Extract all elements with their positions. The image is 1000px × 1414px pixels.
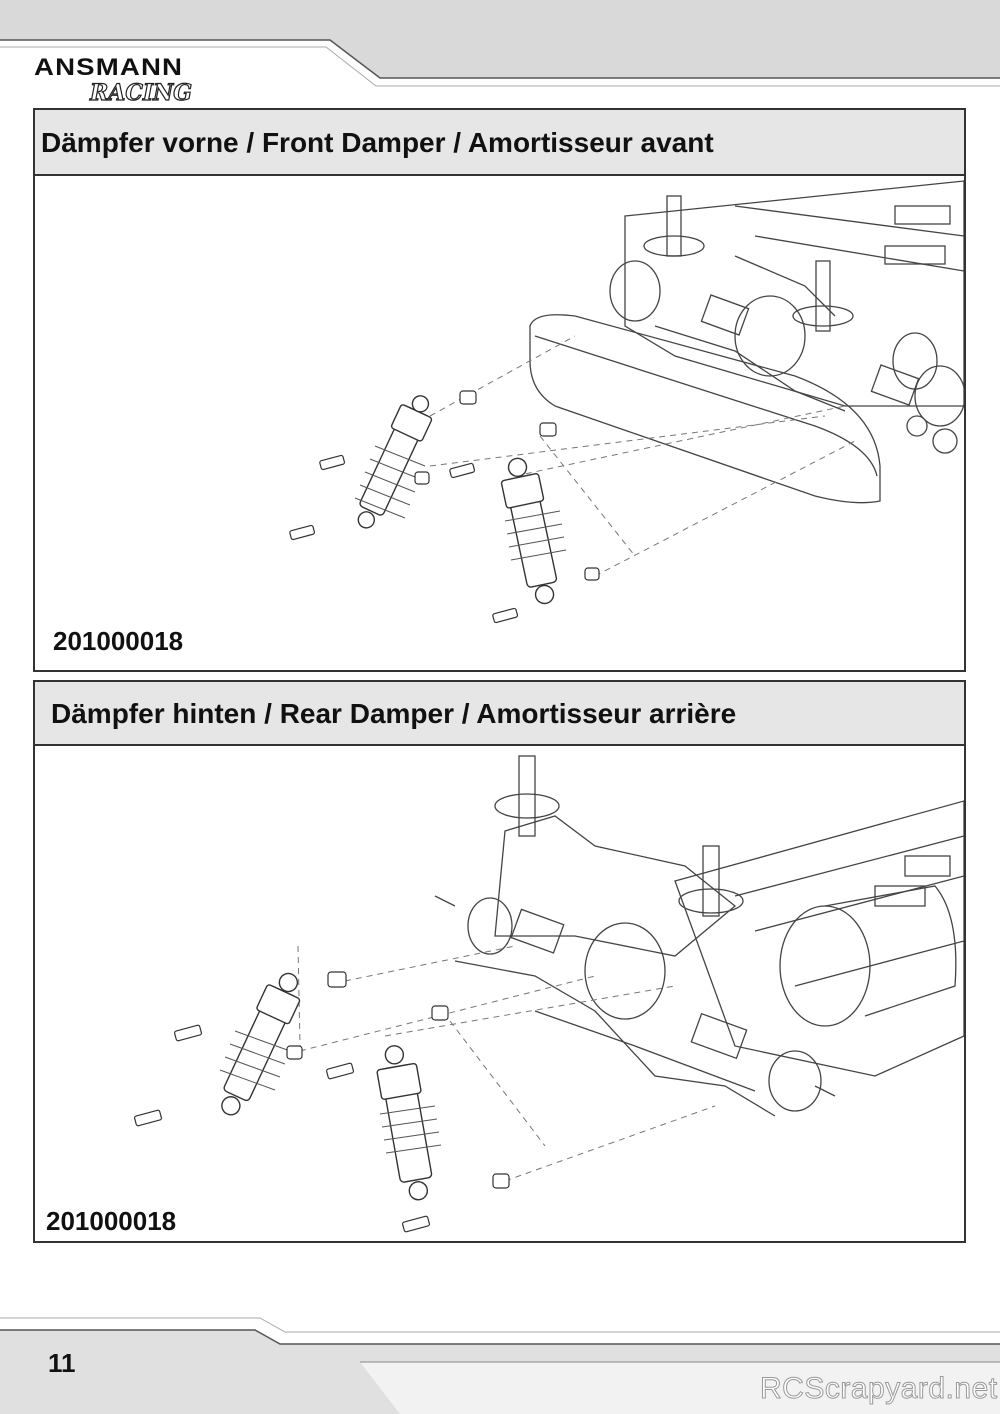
front-damper-part-number: 201000018 <box>53 626 184 656</box>
front-damper-diagram <box>289 180 964 624</box>
footer-band <box>0 1317 1000 1414</box>
logo-brand-text: ANSMANN <box>34 54 184 81</box>
rear-damper-part-number: 201000018 <box>46 1206 177 1236</box>
page-number: 11 <box>48 1348 76 1378</box>
front-damper-panel: Dämpfer vorne / Front Damper / Amortisse… <box>33 108 966 672</box>
watermark-text: RCScrapyard.net <box>760 1372 998 1406</box>
rear-damper-panel: Dämpfer hinten / Rear Damper / Amortisse… <box>33 680 966 1243</box>
logo-racing-text: RACING <box>89 79 193 106</box>
ansmann-racing-logo: ANSMANN RACING <box>30 50 210 108</box>
header-band <box>0 0 1000 87</box>
rear-damper-diagram <box>133 755 964 1233</box>
front-damper-title: Dämpfer vorne / Front Damper / Amortisse… <box>35 110 964 176</box>
rear-damper-title: Dämpfer hinten / Rear Damper / Amortisse… <box>35 682 964 746</box>
